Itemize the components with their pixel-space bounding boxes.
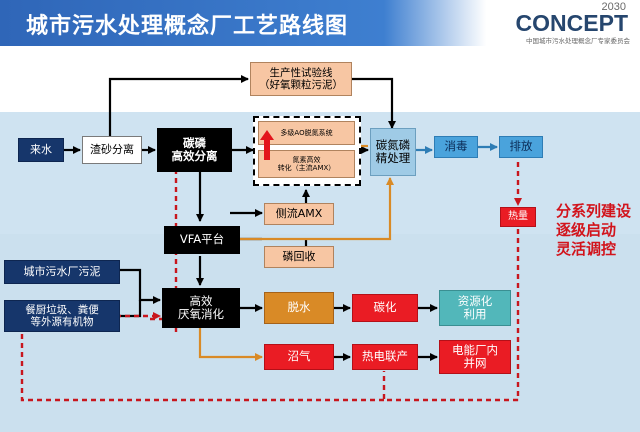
- node-municipal-sludge: 城市污水厂污泥: [4, 260, 120, 284]
- node-external-organics: 餐厨垃圾、粪便 等外源有机物: [4, 300, 120, 332]
- header-bar: 城市污水处理概念厂工艺路线图 2030 CONCEPT 中国城市污水处理概念厂专…: [0, 0, 640, 46]
- page-title: 城市污水处理概念厂工艺路线图: [26, 14, 349, 39]
- node-grit-separation: 渣砂分离: [82, 136, 142, 164]
- node-heat: 热量: [500, 207, 536, 227]
- node-vfa-platform: VFA平台: [164, 226, 240, 254]
- node-dewatering: 脱水: [264, 292, 334, 324]
- node-polishing: 碳氮磷 精处理: [370, 128, 416, 176]
- logo-year: 2030: [601, 1, 626, 13]
- node-discharge: 排放: [499, 136, 543, 158]
- logo-subtitle: 中国城市污水处理概念厂专家委员会: [526, 37, 630, 45]
- side-note-line: 分系列建设: [556, 202, 632, 220]
- logo-word: CONCEPT: [515, 10, 628, 36]
- side-note: 分系列建设 逐级启动 灵活调控: [556, 202, 631, 258]
- node-disinfection: 消毒: [434, 136, 478, 158]
- node-phosphorus-recovery: 磷回收: [264, 246, 334, 268]
- side-note-line: 逐级启动: [556, 220, 617, 239]
- node-nitrogen-conversion: 氮素高效 转化（主流AMX）: [258, 150, 355, 178]
- node-anaerobic-digestion: 高效 厌氧消化: [162, 288, 240, 328]
- node-resource-utilization: 资源化 利用: [439, 290, 511, 326]
- node-pilot-test-line: 生产性试验线 （好氧颗粒污泥）: [250, 62, 352, 96]
- node-multistage-ao: 多级AO脱氮系统: [258, 121, 355, 145]
- node-chp: 热电联产: [352, 344, 418, 370]
- node-sidestream-amx: 侧流AMX: [264, 203, 334, 225]
- node-carbonization: 碳化: [352, 294, 418, 322]
- node-inflow: 来水: [18, 138, 64, 162]
- node-carbon-phosphorus-separation: 碳磷 高效分离: [157, 128, 232, 172]
- node-biogas: 沼气: [264, 344, 334, 370]
- side-note-line: 灵活调控: [556, 239, 617, 258]
- upward-arrow-icon: [260, 130, 274, 160]
- node-grid-connection: 电能厂内 并网: [439, 340, 511, 374]
